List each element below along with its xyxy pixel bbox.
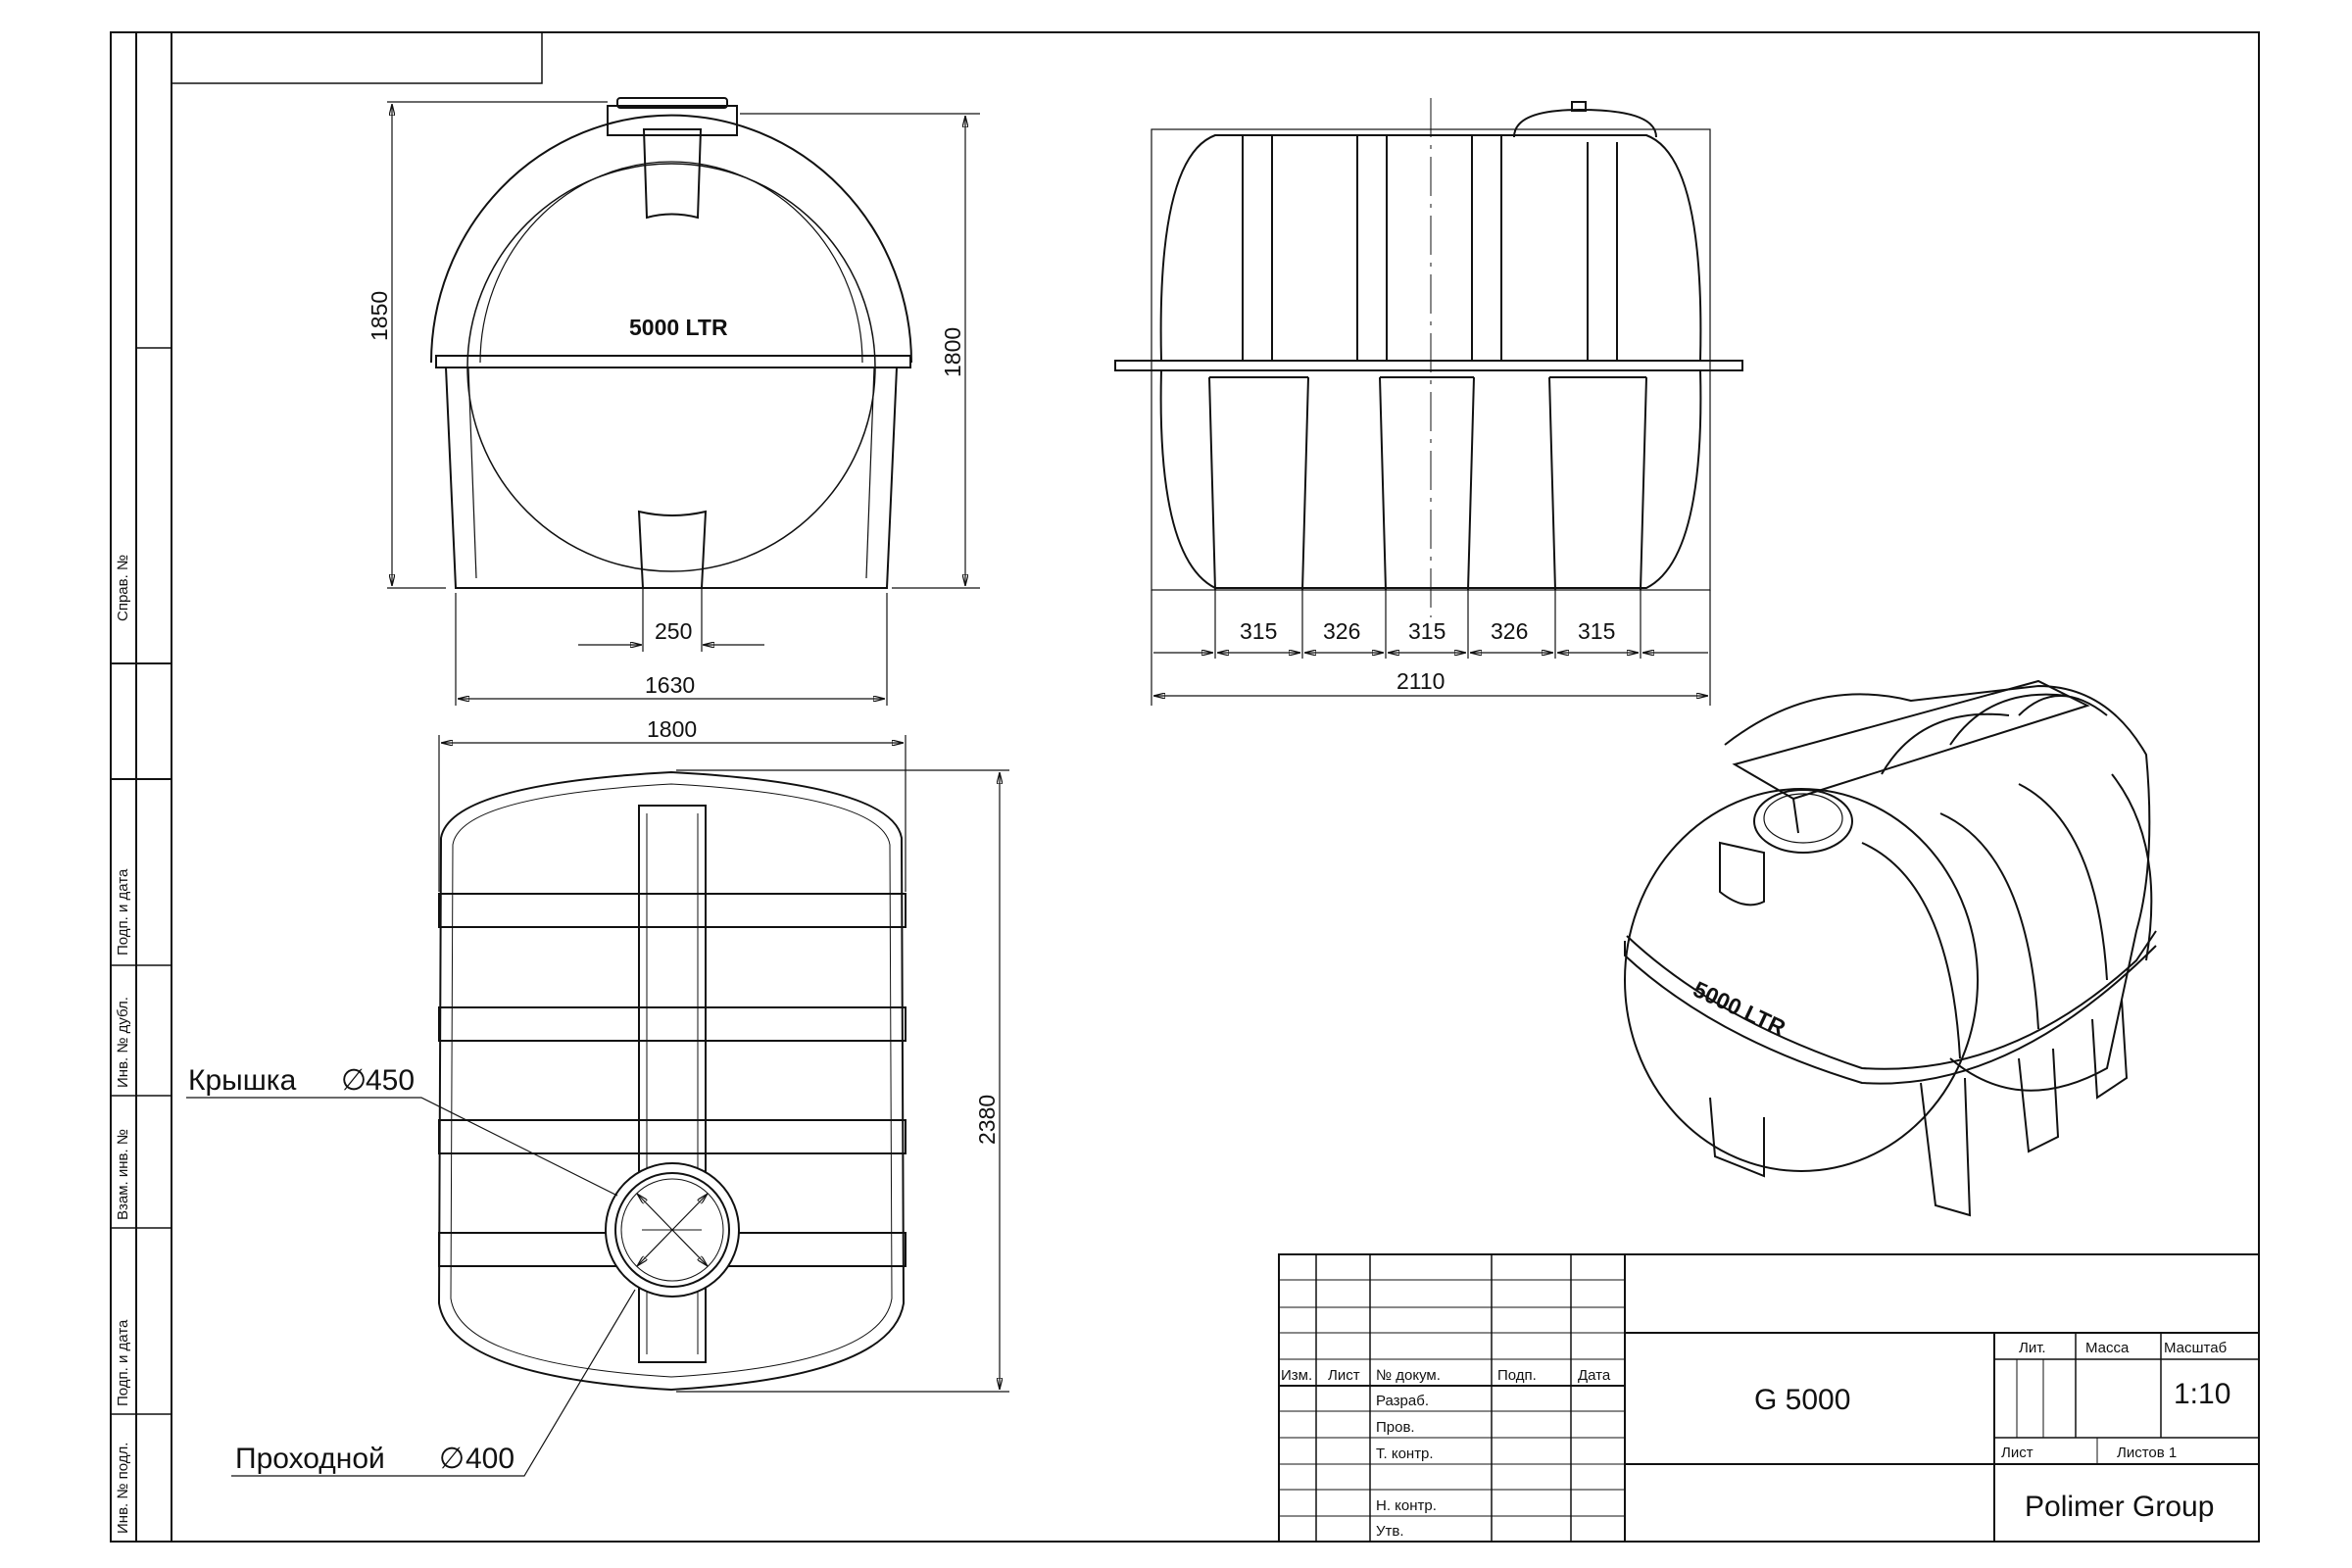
row-utv: Утв. xyxy=(1376,1523,1404,1540)
side-label-inv-dubl: Инв. № дубл. xyxy=(115,997,131,1088)
side-label-vzam: Взам. инв. № xyxy=(115,1129,131,1220)
sheet-frame xyxy=(110,31,2260,1543)
hatch-label: Проходной xyxy=(235,1443,385,1475)
side-dimension-labels: 315 326 315 326 315 2110 xyxy=(1240,618,1615,694)
front-dimensions xyxy=(387,101,980,706)
dim-base-width: 1630 xyxy=(645,672,695,698)
dim-top-width: 1800 xyxy=(647,716,697,742)
company-name: Polimer Group xyxy=(2025,1491,2214,1523)
row-prov: Пров. xyxy=(1376,1419,1415,1436)
dim-seg-5: 315 xyxy=(1578,618,1615,644)
row-razrab: Разраб. xyxy=(1376,1393,1429,1409)
side-dimensions xyxy=(1151,590,1711,706)
iso-tank-label: 5000 LTR xyxy=(1690,976,1789,1041)
col-podp: Подп. xyxy=(1497,1367,1537,1384)
hatch-size: 400 xyxy=(466,1443,514,1475)
top-dimensions xyxy=(186,735,1009,1477)
lid-size: 450 xyxy=(366,1064,415,1097)
col-izm: Изм. xyxy=(1281,1367,1312,1384)
col-doc: № докум. xyxy=(1376,1367,1441,1384)
side-view xyxy=(1114,98,1743,617)
front-dimension-labels: 1850 1800 250 1630 xyxy=(367,291,965,698)
side-label-inv-podl: Инв. № подл. xyxy=(115,1443,131,1534)
side-stamp: Справ. № Подп. и дата Инв. № дубл. Взам.… xyxy=(115,555,131,1534)
side-label-podp-2: Подп. и дата xyxy=(115,1319,131,1406)
lid-label: Крышка xyxy=(188,1064,297,1097)
lid-symbol: ∅ xyxy=(341,1064,367,1097)
top-view xyxy=(437,770,906,1392)
scale-label: Масштаб xyxy=(2164,1340,2227,1356)
title-block xyxy=(1278,1253,2260,1543)
scale-value: 1:10 xyxy=(2174,1378,2230,1410)
sheets-label: Листов 1 xyxy=(2117,1445,2177,1461)
side-label-sprav: Справ. № xyxy=(115,555,131,621)
dim-length: 2110 xyxy=(1396,668,1445,694)
title-block-text: Изм. Лист № докум. Подп. Дата Разраб. Пр… xyxy=(1281,1340,2230,1540)
row-t-kontr: Т. контр. xyxy=(1376,1446,1434,1462)
dim-seg-2: 326 xyxy=(1323,618,1360,644)
front-view: 5000 LTR xyxy=(430,97,912,589)
row-n-kontr: Н. контр. xyxy=(1376,1497,1437,1514)
hatch-symbol: ∅ xyxy=(439,1443,465,1475)
col-data: Дата xyxy=(1578,1367,1611,1384)
dim-top-length: 2380 xyxy=(974,1095,1000,1145)
dim-seg-3: 315 xyxy=(1408,618,1446,644)
dim-seg-1: 315 xyxy=(1240,618,1277,644)
designation: G 5000 xyxy=(1754,1384,1850,1416)
dim-height-total: 1850 xyxy=(367,291,392,341)
iso-view: 5000 LTR xyxy=(1624,679,2157,1217)
col-list: Лист xyxy=(1328,1367,1360,1384)
dim-seg-4: 326 xyxy=(1491,618,1528,644)
top-dimension-labels: 1800 2380 Крышка ∅ 450 Проходной ∅ 400 xyxy=(188,716,1000,1475)
dim-height-body: 1800 xyxy=(940,327,965,377)
sheet-label: Лист xyxy=(2001,1445,2034,1461)
dim-foot-width: 250 xyxy=(655,618,692,644)
front-tank-label: 5000 LTR xyxy=(629,315,728,340)
side-label-podp-1: Подп. и дата xyxy=(115,868,131,956)
lit-label: Лит. xyxy=(2019,1340,2046,1356)
mass-label: Масса xyxy=(2085,1340,2130,1356)
